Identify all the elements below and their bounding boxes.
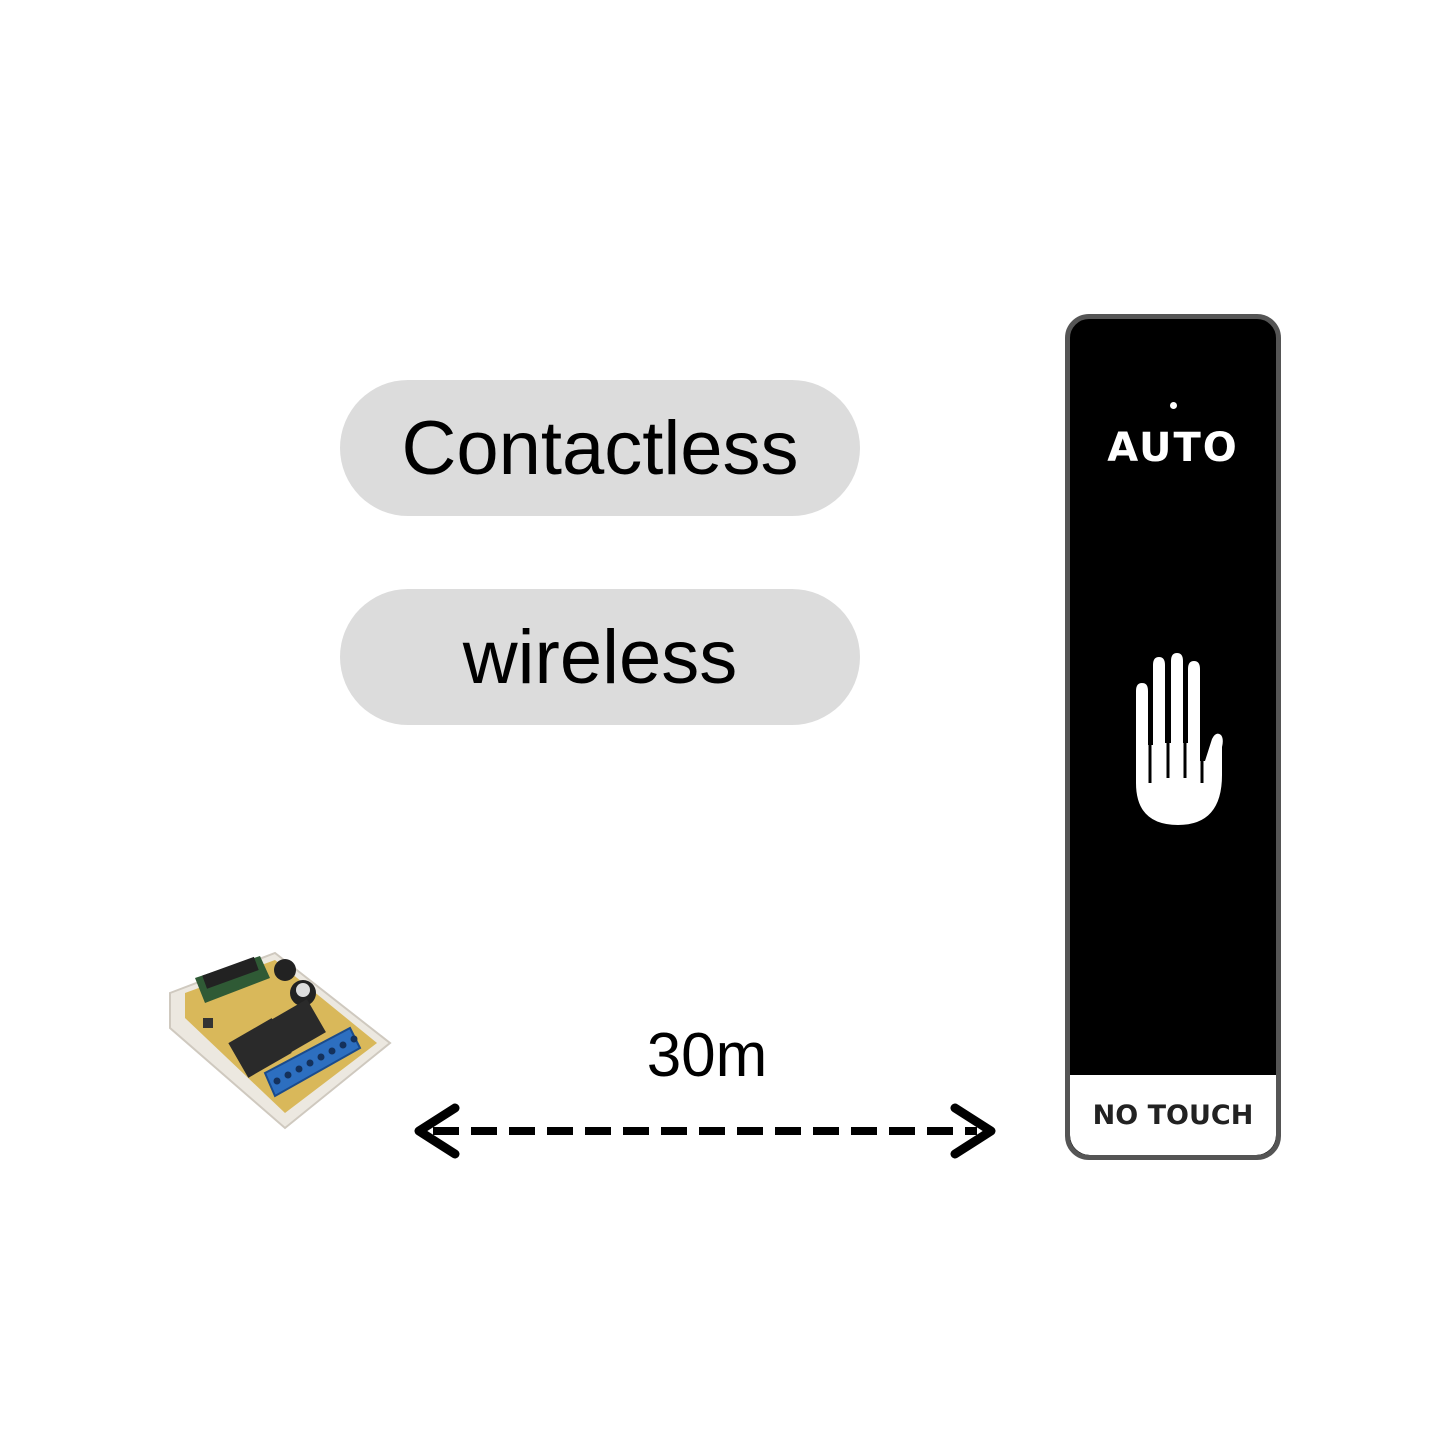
double-arrow-icon [414,1103,996,1159]
distance-label: 30m [646,1021,768,1090]
no-touch-label: NO TOUCH [1092,1099,1254,1131]
wireless-label: wireless [462,614,738,700]
wireless-badge: wireless [340,589,860,725]
hand-icon [1136,653,1223,825]
contactless-badge: Contactless [340,380,860,516]
sensor-led-icon [1170,402,1177,409]
wireless-receiver-board-image [169,951,392,1130]
no-touch-exit-button-image: AUTO NO TOUCH [1065,314,1281,1160]
contactless-label: Contactless [401,405,799,491]
auto-label: AUTO [1107,425,1239,471]
no-touch-label-panel: NO TOUCH [1070,1075,1276,1155]
